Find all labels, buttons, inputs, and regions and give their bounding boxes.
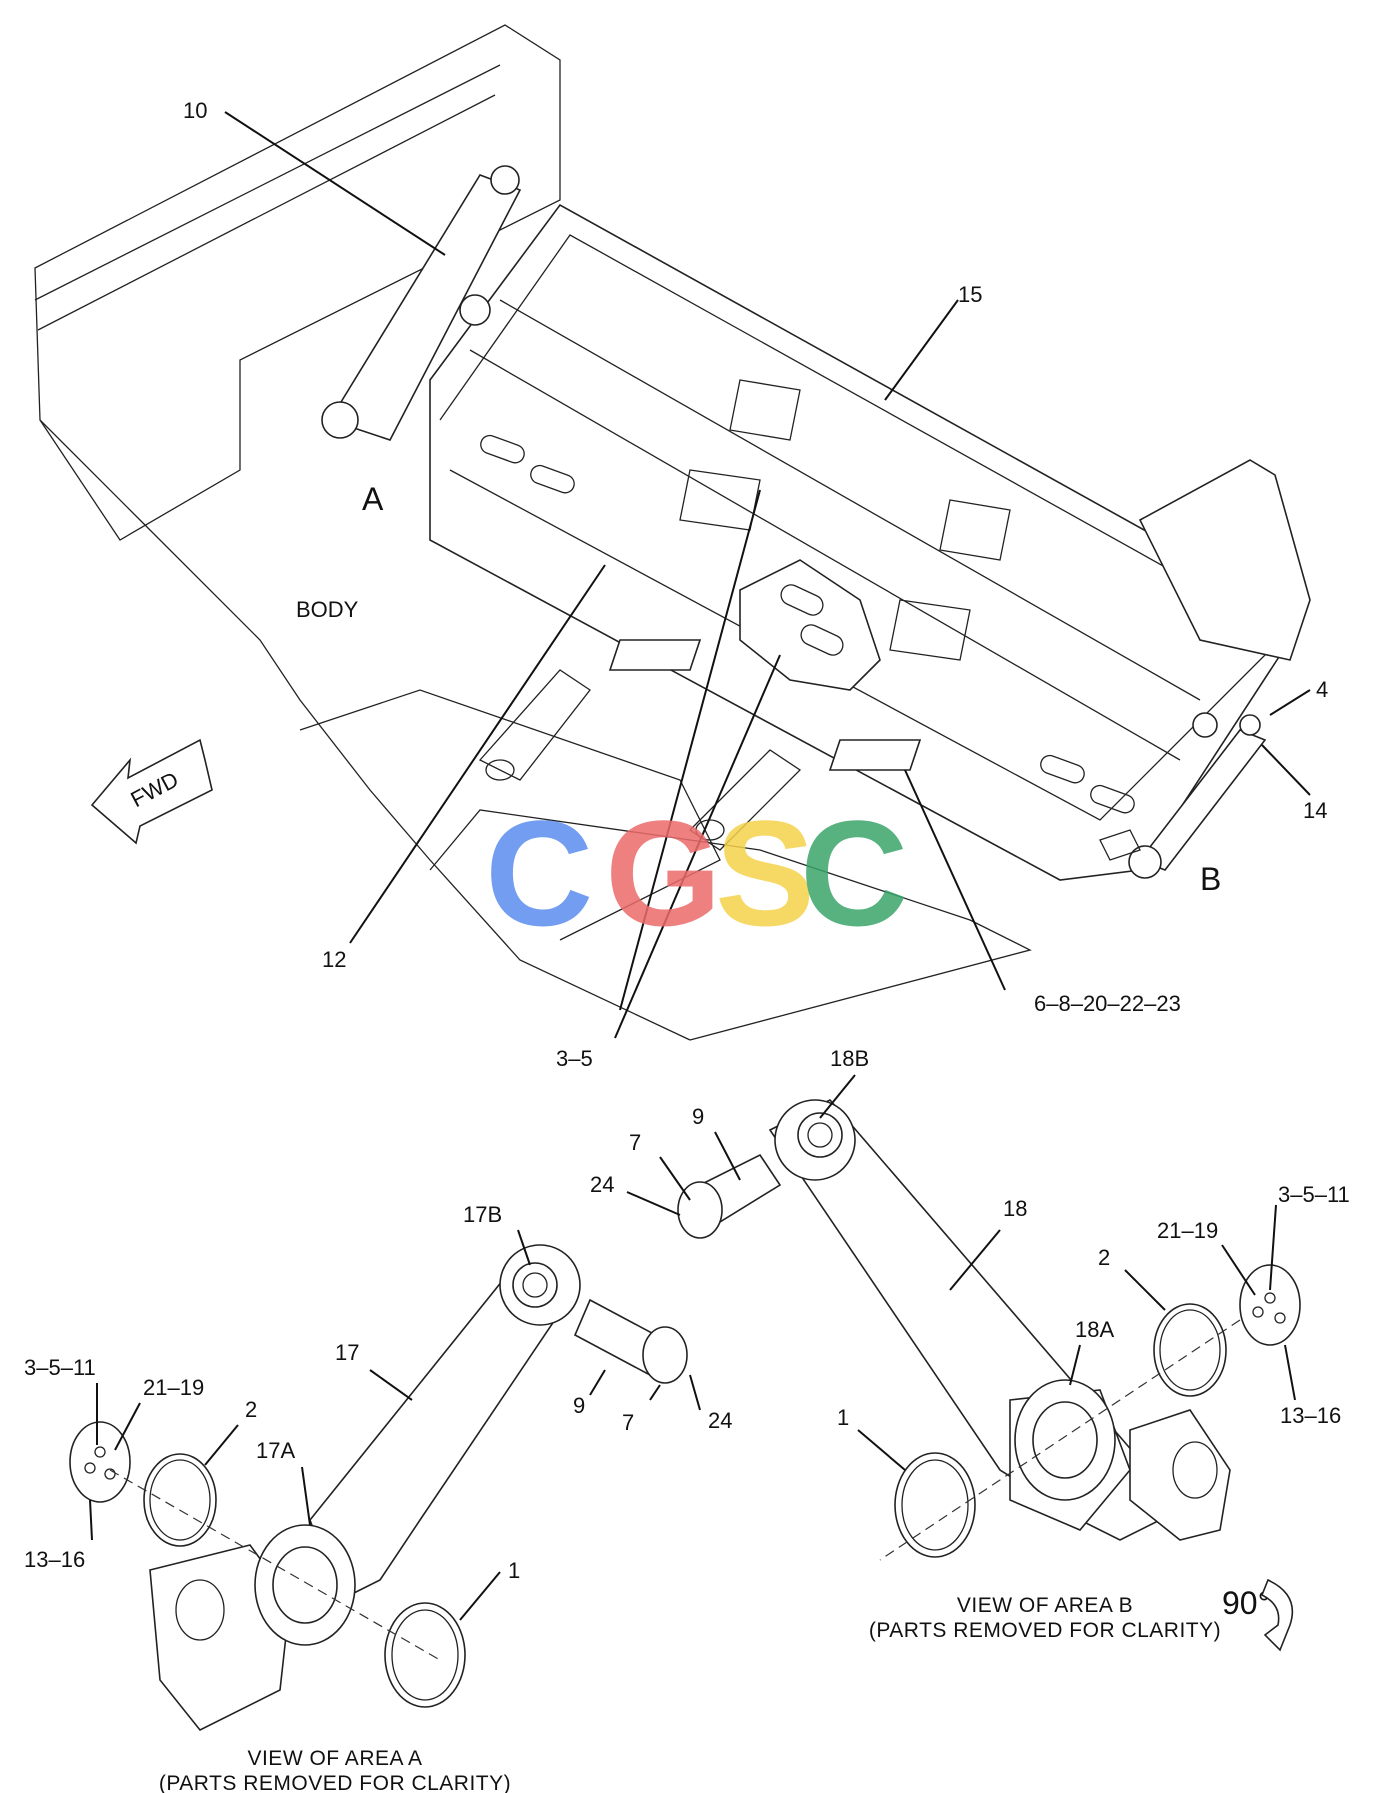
area-a-leader-lines bbox=[89, 1229, 701, 1621]
callout-2: 2 bbox=[245, 1397, 257, 1422]
callout-17b: 17B bbox=[463, 1202, 502, 1227]
watermark-letter: C bbox=[800, 789, 908, 957]
callout-13-16: 13–16 bbox=[24, 1547, 85, 1572]
callout-7: 7 bbox=[622, 1410, 634, 1435]
area-a-link-drawing bbox=[69, 1244, 688, 1732]
callout-3-5: 3–5 bbox=[556, 1046, 593, 1071]
rotation-label: 90° bbox=[1222, 1585, 1270, 1621]
rotate-arrow-icon bbox=[1260, 1578, 1294, 1652]
callout-13-16: 13–16 bbox=[1280, 1403, 1341, 1428]
callout-24: 24 bbox=[590, 1172, 614, 1197]
callout-17: 17 bbox=[335, 1340, 359, 1365]
watermark-letter: S bbox=[715, 789, 815, 957]
callout-9: 9 bbox=[573, 1393, 585, 1418]
area-b-link-drawing bbox=[677, 1099, 1301, 1561]
callout-9: 9 bbox=[692, 1104, 704, 1129]
view-b-note: (PARTS REMOVED FOR CLARITY) bbox=[869, 1619, 1221, 1642]
forward-arrow-icon: FWD bbox=[90, 738, 213, 845]
callout-3-5-11: 3–5–11 bbox=[1278, 1182, 1350, 1207]
view-b-title: VIEW OF AREA B bbox=[957, 1594, 1133, 1617]
callout-18b: 18B bbox=[830, 1046, 869, 1071]
callout-1: 1 bbox=[508, 1558, 520, 1583]
callout-14: 14 bbox=[1303, 798, 1327, 823]
callout-18a: 18A bbox=[1075, 1317, 1114, 1342]
callout-18: 18 bbox=[1003, 1196, 1027, 1221]
callout-1: 1 bbox=[837, 1405, 849, 1430]
callout-17a: 17A bbox=[256, 1438, 295, 1463]
callout-2: 2 bbox=[1098, 1245, 1110, 1270]
callout-21-19: 21–19 bbox=[143, 1375, 204, 1400]
callout-10: 10 bbox=[183, 98, 207, 123]
callout-12: 12 bbox=[322, 947, 346, 972]
watermark-letter: G bbox=[605, 789, 722, 957]
tailgate-assembly-drawing bbox=[34, 24, 1311, 1041]
area-marker-b: B bbox=[1200, 861, 1221, 897]
view-a-title: VIEW OF AREA A bbox=[247, 1747, 422, 1770]
callout-3-5-11: 3–5–11 bbox=[24, 1355, 96, 1380]
callout-6-8-20-22-23: 6–8–20–22–23 bbox=[1034, 991, 1181, 1016]
watermark-letter: C bbox=[485, 789, 593, 957]
cgsc-watermark: C G S C bbox=[485, 789, 908, 957]
callout-21-19: 21–19 bbox=[1157, 1218, 1218, 1243]
view-a-note: (PARTS REMOVED FOR CLARITY) bbox=[159, 1772, 511, 1793]
area-marker-a: A bbox=[362, 481, 384, 517]
body-label: BODY bbox=[296, 597, 359, 622]
callout-4: 4 bbox=[1316, 677, 1328, 702]
callout-24: 24 bbox=[708, 1408, 732, 1433]
main-leader-lines bbox=[224, 111, 1311, 1039]
callout-7: 7 bbox=[629, 1130, 641, 1155]
callout-15: 15 bbox=[958, 282, 982, 307]
area-b-leader-lines bbox=[626, 1074, 1296, 1471]
